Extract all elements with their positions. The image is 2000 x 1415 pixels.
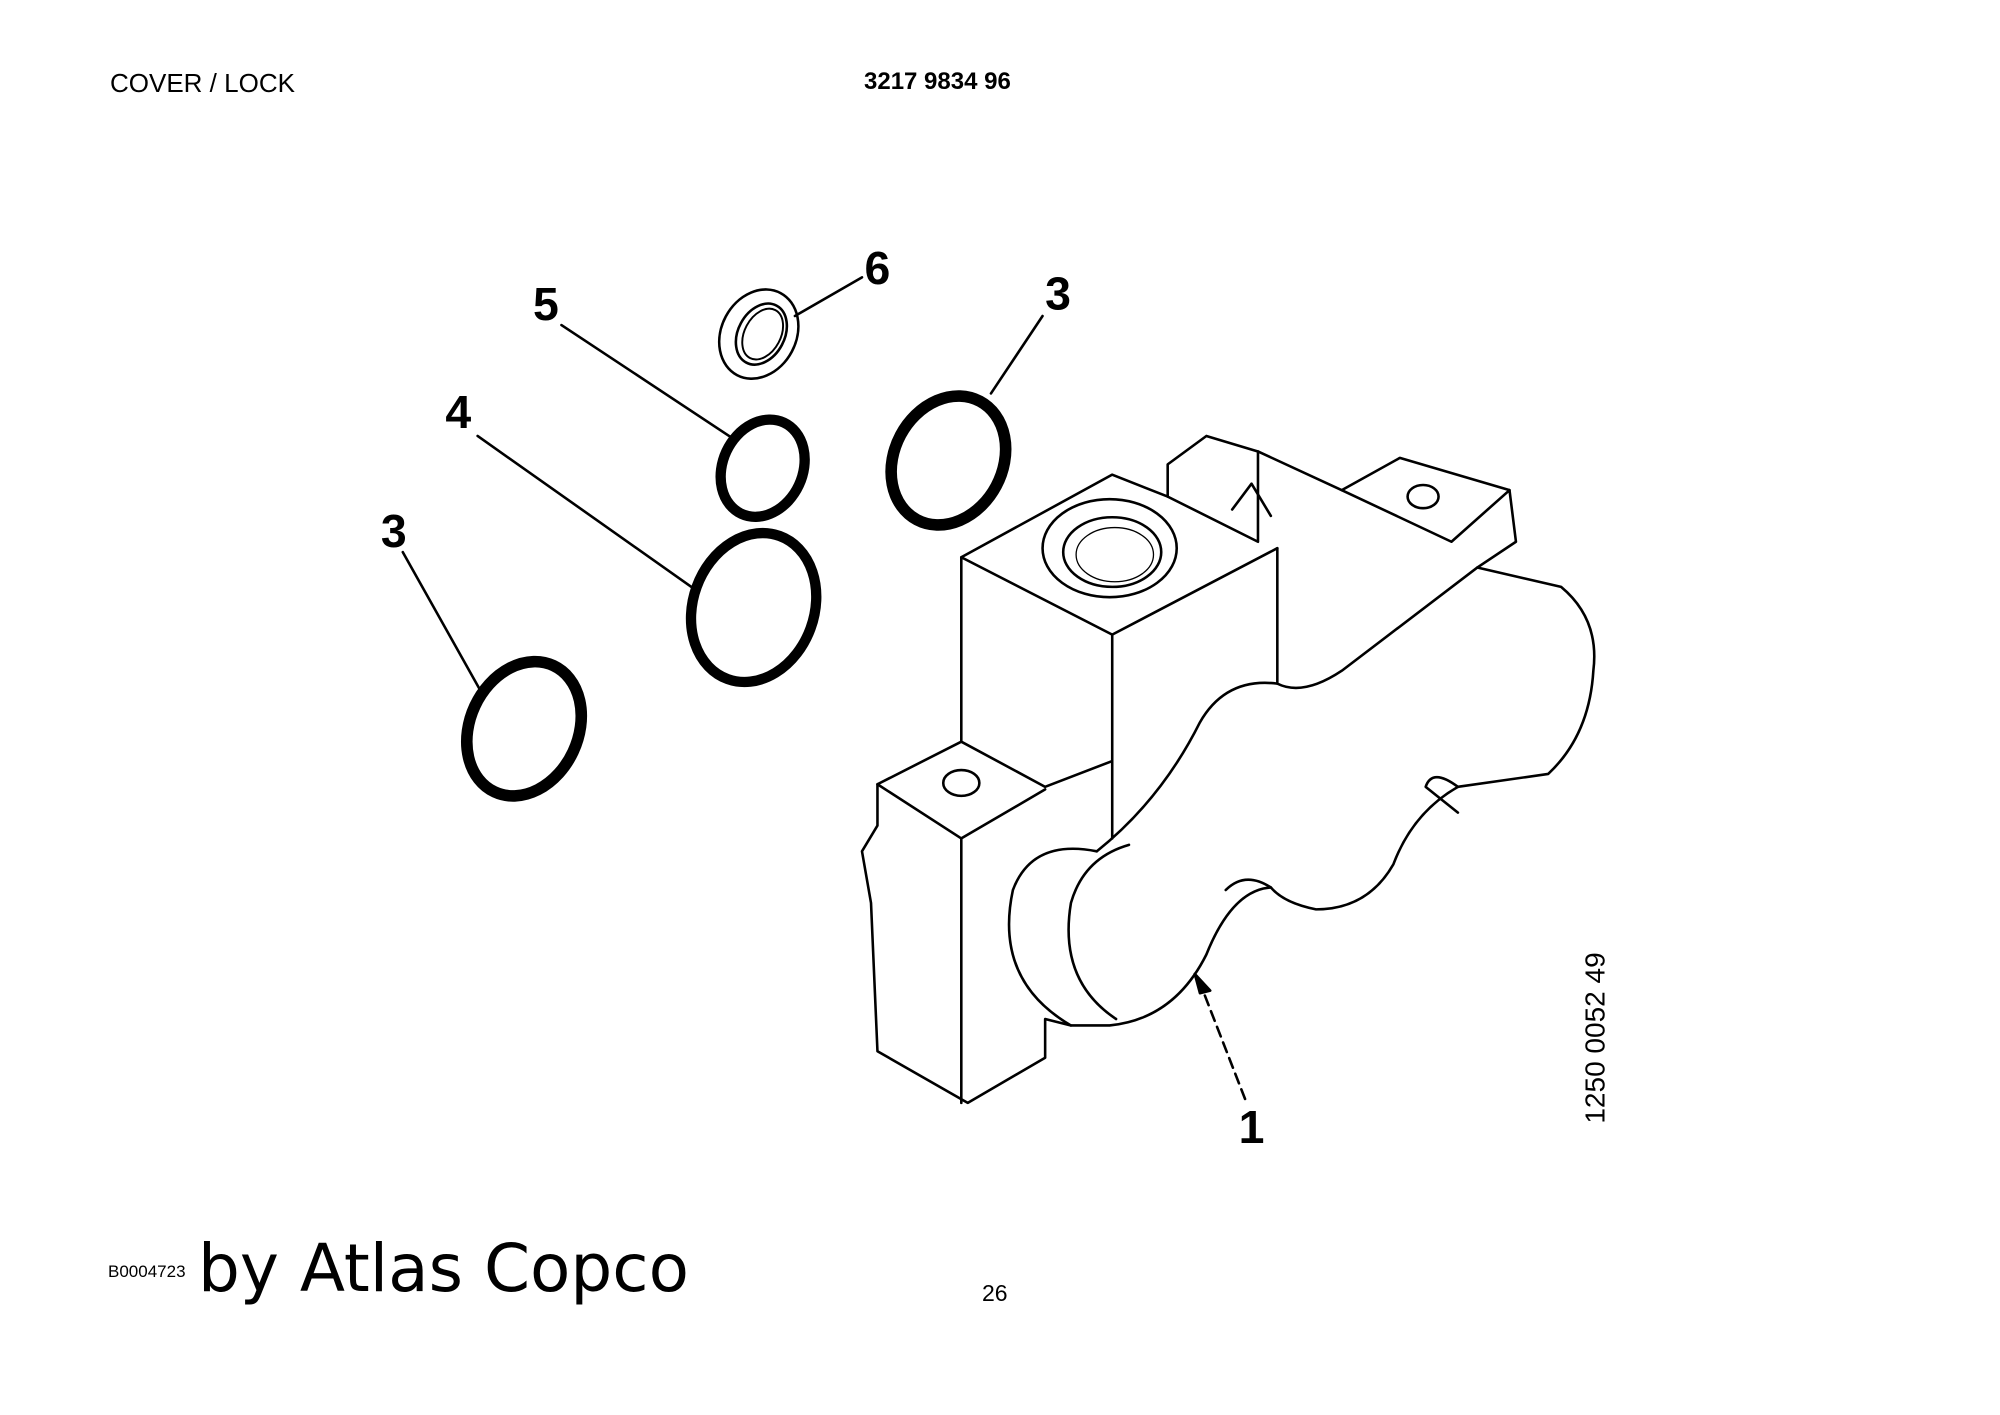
o-ring-3-lower [460, 655, 588, 802]
callout-4: 4 [445, 386, 471, 438]
callout-3-upper: 3 [1045, 268, 1071, 320]
part-number: 3217 9834 96 [864, 68, 1011, 95]
o-ring-4 [685, 527, 822, 688]
leader-lines [401, 276, 1247, 1101]
callout-1: 1 [1239, 1101, 1265, 1153]
brand-watermark: by Atlas Copco [198, 1230, 689, 1307]
callout-3-lower: 3 [381, 505, 407, 557]
page-number: 26 [982, 1280, 1008, 1306]
callout-5: 5 [533, 278, 559, 330]
ring-6 [717, 288, 800, 380]
drawing-reference-number: 1250 0052 49 [1579, 952, 1611, 1124]
callout-6: 6 [865, 242, 891, 294]
callout-labels: 6 5 3 4 3 1 [381, 242, 1265, 1153]
lock-cover-body [860, 434, 1596, 1105]
section-title: COVER / LOCK [110, 68, 295, 98]
document-code: B0004723 [108, 1262, 186, 1281]
o-ring-5 [715, 414, 810, 523]
o-ring-3-upper [885, 390, 1012, 531]
